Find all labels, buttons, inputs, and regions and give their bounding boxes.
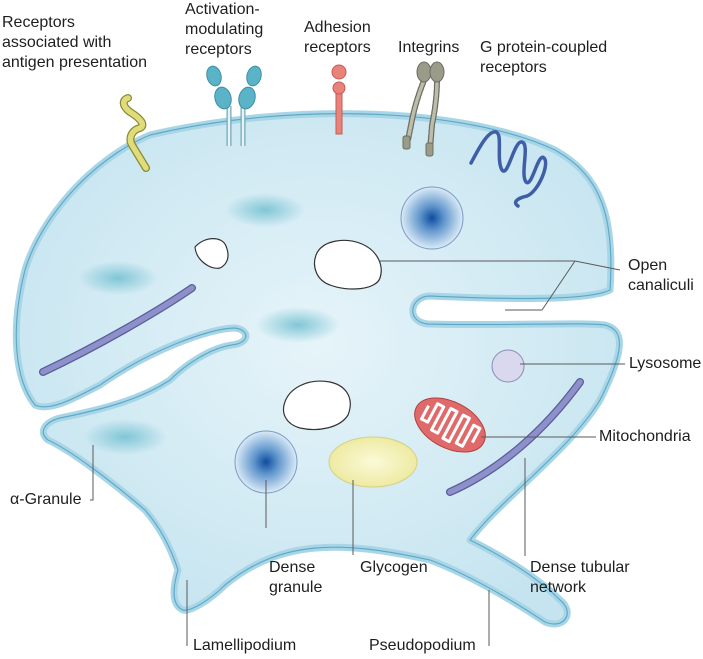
label-lysosome: Lysosome bbox=[629, 355, 702, 372]
label-pseudopodium: Pseudopodium bbox=[369, 637, 476, 654]
label-gpcr: G protein-coupled receptors bbox=[480, 39, 608, 76]
canalicular-vacuole bbox=[194, 238, 229, 269]
alpha-granule bbox=[83, 419, 167, 455]
canalicular-vacuole bbox=[313, 239, 382, 290]
label-mitochondria: Mitochondria bbox=[599, 428, 691, 445]
dense-granule bbox=[400, 186, 464, 250]
gpcr-icon bbox=[469, 130, 548, 208]
mitochondrion bbox=[414, 397, 486, 453]
leader-open-canaliculi-2 bbox=[505, 260, 576, 311]
label-integrins: Integrins bbox=[398, 39, 460, 56]
label-antigen-receptors: Receptors associated with antigen presen… bbox=[2, 14, 147, 71]
label-dense-granule: Dense granule bbox=[269, 559, 323, 596]
platelet-membrane-outline bbox=[15, 113, 620, 625]
leader-alpha-granule bbox=[90, 445, 94, 501]
leader-lines bbox=[90, 260, 625, 646]
alpha-granule bbox=[78, 261, 158, 295]
activation-receptor-icon bbox=[206, 65, 262, 146]
label-open-canaliculi: Open canaliculi bbox=[628, 257, 694, 294]
label-glycogen: Glycogen bbox=[360, 559, 428, 576]
canalicular-vacuole bbox=[282, 380, 351, 431]
label-alpha-granule: α-Granule bbox=[10, 491, 82, 508]
alpha-granule bbox=[256, 307, 340, 343]
alpha-granule bbox=[225, 193, 305, 227]
adhesion-receptor-icon bbox=[331, 64, 347, 135]
glycogen bbox=[328, 436, 418, 488]
label-dense-tubular-network: Dense tubular network bbox=[530, 559, 630, 596]
label-activation-modulating-receptors: Activation- modulating receptors bbox=[185, 1, 264, 58]
dense-granule bbox=[234, 430, 298, 494]
dense-tubular-network bbox=[447, 379, 583, 495]
label-lamellipodium: Lamellipodium bbox=[193, 637, 297, 654]
integrin-icon bbox=[402, 61, 445, 157]
antigen-receptor-icon bbox=[119, 94, 150, 172]
dense-tubular-network bbox=[40, 285, 195, 375]
label-adhesion-receptors: Adhesion receptors bbox=[304, 19, 371, 56]
lysosome bbox=[491, 349, 525, 383]
